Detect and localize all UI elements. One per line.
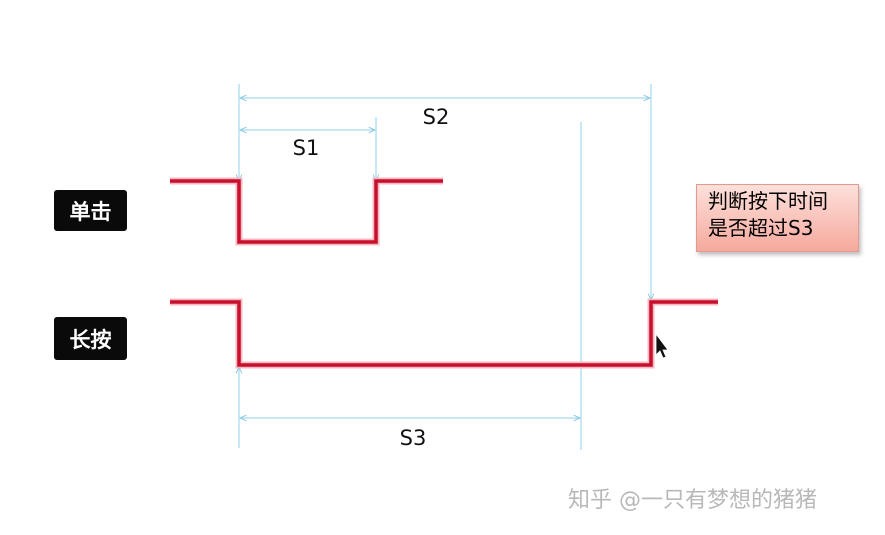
- long-press-tag: 长按: [54, 317, 127, 360]
- note-line-1: 判断按下时间: [708, 189, 828, 213]
- long-press-waveform: [170, 300, 718, 367]
- single-click-waveform: [170, 179, 443, 244]
- s2-label: S2: [423, 105, 450, 129]
- note-box: 判断按下时间 是否超过S3: [696, 184, 859, 252]
- long-press-label: 长按: [69, 327, 112, 352]
- s1-label: S1: [293, 136, 320, 160]
- single-click-label: 单击: [69, 199, 112, 224]
- mouse-cursor-icon: [655, 332, 669, 359]
- watermark: 知乎 @一只有梦想的猪猪: [568, 488, 817, 513]
- single-click-waveform-shadow: [170, 177, 443, 246]
- single-click-tag: 单击: [54, 190, 127, 231]
- s3-label: S3: [400, 426, 427, 450]
- note-line-2: 是否超过S3: [708, 216, 814, 240]
- long-press-waveform-shadow: [170, 298, 718, 369]
